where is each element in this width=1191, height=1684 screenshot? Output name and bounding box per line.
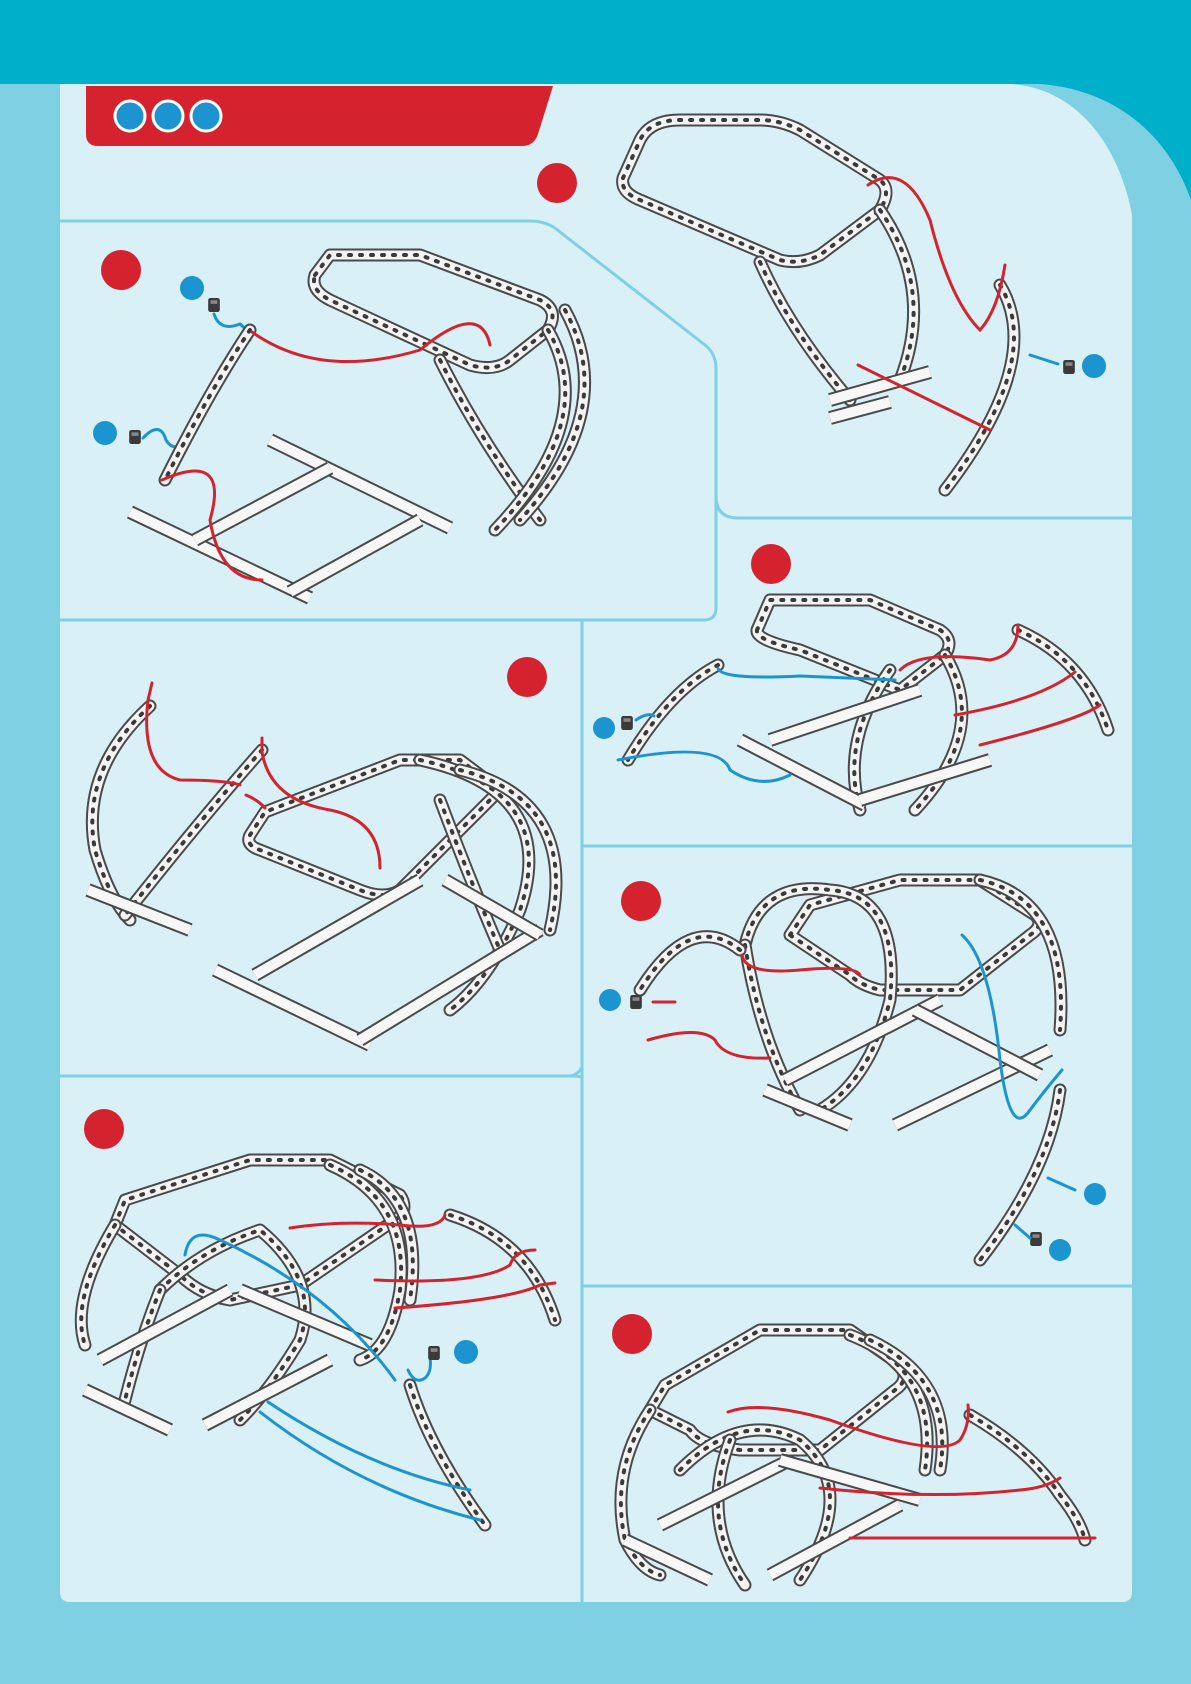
connector-part	[428, 1346, 440, 1360]
content-panel	[60, 84, 1132, 1602]
part-marker	[599, 989, 621, 1011]
connector-part	[1063, 360, 1075, 374]
difficulty-dot-3	[191, 101, 221, 131]
step-marker	[751, 544, 791, 584]
step-marker	[84, 1109, 124, 1149]
connector-part	[630, 995, 642, 1009]
part-marker	[180, 276, 204, 300]
connector-part	[129, 430, 141, 444]
part-marker	[593, 717, 615, 739]
connector-part	[208, 298, 220, 312]
step-marker	[507, 657, 547, 697]
difficulty-rating	[115, 101, 221, 131]
step-marker	[537, 163, 577, 203]
part-marker	[1049, 1239, 1071, 1261]
step-marker	[621, 881, 661, 921]
part-marker	[93, 421, 117, 445]
connector-part	[621, 716, 633, 730]
difficulty-dot-1	[115, 101, 145, 131]
part-marker	[454, 1340, 478, 1364]
step-marker	[612, 1314, 652, 1354]
connector-part	[1030, 1232, 1042, 1246]
step-marker	[101, 250, 141, 290]
part-marker	[1082, 354, 1106, 378]
part-marker	[1084, 1183, 1106, 1205]
difficulty-dot-2	[153, 101, 183, 131]
